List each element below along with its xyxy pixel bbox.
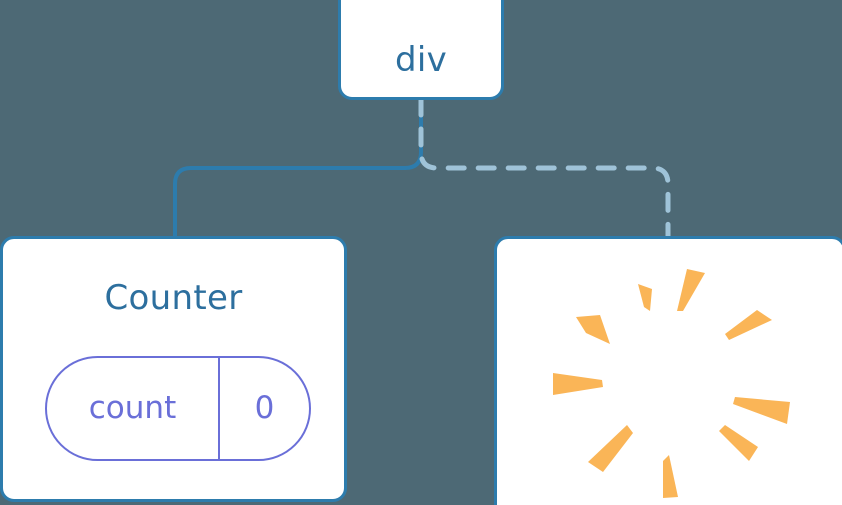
state-value-label: 0	[254, 390, 275, 426]
burst-ray	[588, 425, 633, 472]
state-pill-count[interactable]: count 0	[45, 356, 311, 461]
node-div-title: div	[394, 40, 448, 80]
edge-div-to-burst	[418, 96, 671, 241]
sparkle-burst-icon	[553, 269, 790, 498]
state-value-cell: 0	[220, 358, 309, 459]
burst-ray	[576, 315, 610, 344]
burst-ray	[638, 284, 652, 311]
node-div[interactable]: div	[338, 0, 504, 100]
node-counter[interactable]: Counter count 0	[0, 236, 347, 502]
node-counter-title: Counter	[104, 278, 243, 318]
edge-div-to-counter	[173, 97, 423, 240]
state-key-label: count	[88, 390, 177, 426]
burst-ray	[553, 373, 603, 395]
burst-ray	[663, 455, 678, 498]
burst-ray	[733, 397, 790, 424]
node-burst[interactable]	[494, 236, 842, 505]
burst-ray	[725, 310, 772, 340]
state-key-cell: count	[47, 358, 220, 459]
burst-ray	[719, 425, 758, 461]
burst-ray	[677, 269, 705, 311]
